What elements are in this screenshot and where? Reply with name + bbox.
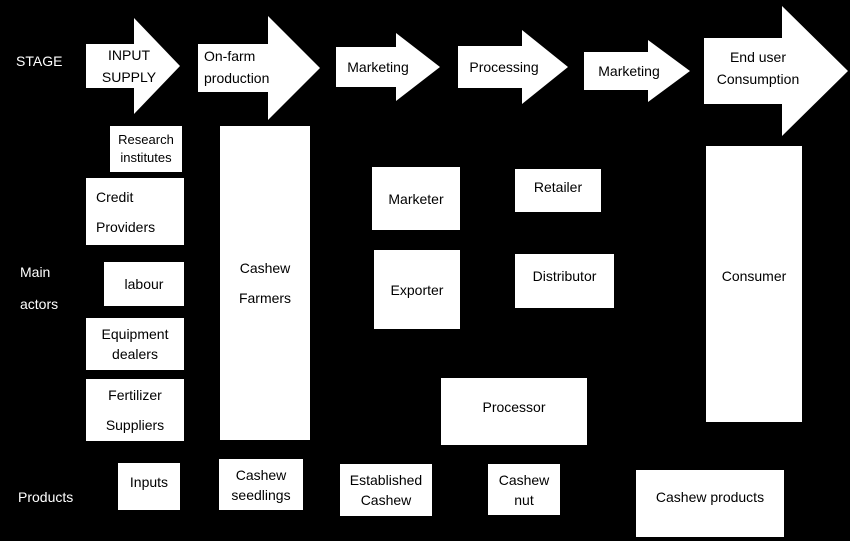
row-label-main-actors: Main actors <box>20 264 59 312</box>
stage-arrow-processing: Processing <box>458 30 568 104</box>
product-cashew-products: Cashew products <box>636 470 784 537</box>
actor-processor: Processor <box>441 378 587 445</box>
actor-credit-providers: Credit Providers <box>86 178 184 245</box>
actor-labour: labour <box>104 262 184 306</box>
actor-cashew-farmers: Cashew Farmers <box>220 126 310 440</box>
stage-label: Processing <box>469 59 539 75</box>
actor-marketer: Marketer <box>372 167 460 230</box>
stage-arrow-on-farm-production: On-farm production <box>198 16 320 120</box>
product-established-cashew: Established Cashew <box>340 464 432 516</box>
stage-arrow-end-user-consumption: End user Consumption <box>704 6 848 136</box>
actor-research-institutes: Research institutes <box>110 126 182 172</box>
actor-fertilizer-suppliers: Fertilizer Suppliers <box>86 379 184 441</box>
stage-label: INPUT SUPPLY <box>101 47 157 85</box>
actor-retailer: Retailer <box>515 169 601 212</box>
product-cashew-seedlings: Cashew seedlings <box>219 459 303 510</box>
row-label-stage: STAGE <box>16 53 63 69</box>
actor-exporter: Exporter <box>374 250 460 329</box>
actor-equipment-dealers: Equipment dealers <box>86 318 184 370</box>
stage-label: Marketing <box>347 59 409 75</box>
stage-label: Marketing <box>598 63 660 79</box>
actor-distributor: Distributor <box>515 254 614 308</box>
actor-consumer: Consumer <box>706 146 802 422</box>
stage-arrow-marketing-2: Marketing <box>584 40 690 102</box>
product-cashew-nut: Cashew nut <box>488 464 560 515</box>
stage-arrow-marketing-1: Marketing <box>336 33 440 101</box>
stage-label: On-farm production <box>204 48 270 86</box>
stage-label: End user Consumption <box>716 49 800 87</box>
product-inputs: Inputs <box>118 463 180 510</box>
stage-arrow-input-supply: INPUT SUPPLY <box>86 18 180 114</box>
row-label-products: Products <box>18 489 74 505</box>
